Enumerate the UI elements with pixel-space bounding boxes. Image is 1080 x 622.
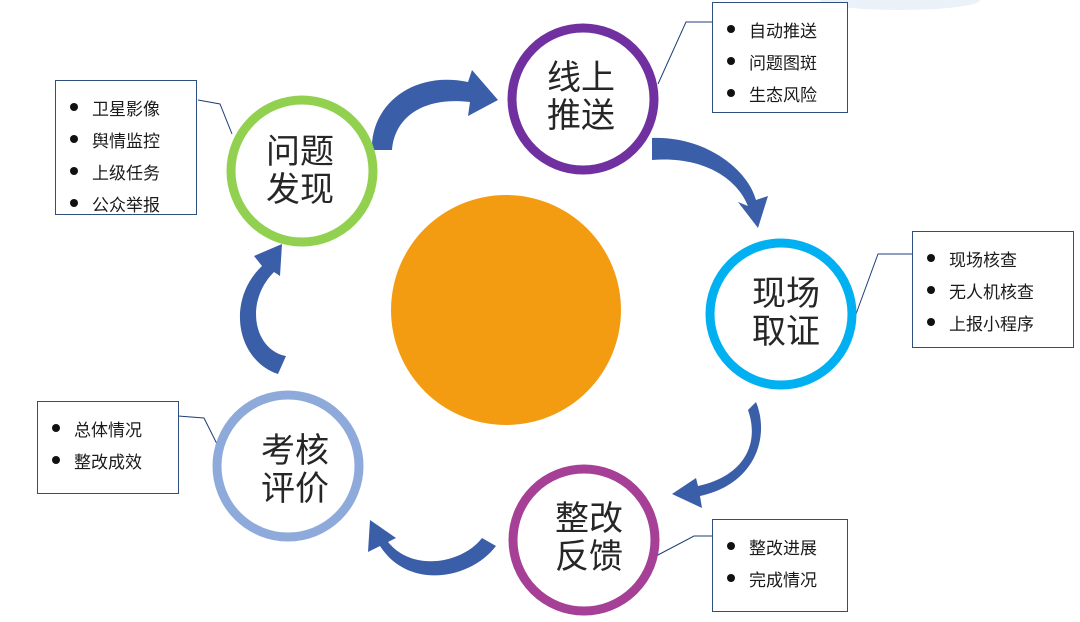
arrow-evidence-to-feedback <box>672 402 762 508</box>
bullet-icon <box>927 318 935 326</box>
stage-feedback-ring <box>508 464 660 616</box>
stage-evidence-ring <box>705 238 857 390</box>
connector-evidence <box>855 253 912 315</box>
note-text: 自动推送 <box>749 21 817 42</box>
bullet-icon <box>727 89 735 97</box>
stage-evaluate-line2: 评价 <box>261 469 329 509</box>
note-text: 问题图斑 <box>749 53 817 74</box>
center-circle <box>391 195 621 425</box>
note-item: 自动推送 <box>723 13 837 45</box>
note-text: 完成情况 <box>749 570 817 591</box>
stage-evidence: 现场 取证 <box>705 238 857 390</box>
stage-evaluate-ring <box>212 390 364 542</box>
arrow-feedback-to-evaluate <box>368 520 496 576</box>
stage-discover-ring <box>226 95 378 247</box>
stage-push-line2: 推送 <box>547 96 615 136</box>
note-text: 整改进展 <box>749 538 817 559</box>
bullet-icon <box>727 57 735 65</box>
stage-push: 线上 推送 <box>507 23 659 175</box>
stage-feedback: 整改 反馈 <box>508 464 660 616</box>
note-text: 现场核查 <box>949 250 1017 271</box>
connector-evaluate <box>177 415 221 451</box>
note-item: 总体情况 <box>48 412 168 444</box>
connector-push <box>657 21 712 85</box>
arrow-evaluate-to-discover <box>239 244 286 374</box>
note-item: 卫星影像 <box>66 91 186 123</box>
arrow-discover-to-push <box>371 70 498 150</box>
note-text: 公众举报 <box>92 195 160 216</box>
bullet-icon <box>52 424 60 432</box>
stage-discover: 问题 发现 <box>226 95 378 247</box>
note-item: 公众举报 <box>66 187 186 219</box>
notes-push: 自动推送 问题图斑 生态风险 <box>712 2 848 113</box>
note-item: 完成情况 <box>723 562 837 594</box>
note-item: 整改进展 <box>723 530 837 562</box>
stage-discover-line2: 发现 <box>266 170 334 210</box>
top-glare <box>820 0 980 10</box>
note-text: 上报小程序 <box>949 314 1034 335</box>
stage-discover-line1: 问题 <box>266 132 334 172</box>
cycle-arrows <box>239 70 768 576</box>
stage-feedback-line1: 整改 <box>555 499 623 539</box>
stage-feedback-line2: 反馈 <box>555 537 623 577</box>
bullet-icon <box>70 199 78 207</box>
stage-push-ring <box>507 23 659 175</box>
note-connectors <box>177 21 912 557</box>
bullet-icon <box>727 542 735 550</box>
arrow-push-to-evidence <box>652 137 768 228</box>
note-item: 生态风险 <box>723 77 837 109</box>
bullet-icon <box>927 286 935 294</box>
note-text: 卫星影像 <box>92 99 160 120</box>
bullet-icon <box>70 103 78 111</box>
connector-discover <box>197 99 233 135</box>
note-text: 整改成效 <box>74 452 142 473</box>
bullet-icon <box>727 25 735 33</box>
note-item: 舆情监控 <box>66 123 186 155</box>
note-item: 无人机核查 <box>923 274 1063 306</box>
note-item: 整改成效 <box>48 444 168 476</box>
note-item: 上报小程序 <box>923 306 1063 338</box>
notes-discover: 卫星影像 舆情监控 上级任务 公众举报 <box>55 80 197 216</box>
bullet-icon <box>52 456 60 464</box>
bullet-icon <box>927 254 935 262</box>
connector-feedback <box>655 535 712 557</box>
bullet-icon <box>70 167 78 175</box>
bullet-icon <box>727 574 735 582</box>
notes-evidence: 现场核查 无人机核查 上报小程序 <box>912 231 1074 348</box>
note-text: 总体情况 <box>74 420 142 441</box>
notes-feedback: 整改进展 完成情况 <box>712 519 848 612</box>
note-text: 舆情监控 <box>92 131 160 152</box>
note-item: 上级任务 <box>66 155 186 187</box>
note-text: 上级任务 <box>92 163 160 184</box>
bullet-icon <box>70 135 78 143</box>
stage-evidence-line1: 现场 <box>752 274 820 314</box>
stage-evaluate: 考核 评价 <box>212 390 364 542</box>
note-text: 生态风险 <box>749 85 817 106</box>
note-item: 问题图斑 <box>723 45 837 77</box>
stage-evaluate-line1: 考核 <box>261 431 329 471</box>
notes-evaluate: 总体情况 整改成效 <box>37 401 179 494</box>
note-item: 现场核查 <box>923 242 1063 274</box>
note-text: 无人机核查 <box>949 282 1034 303</box>
stage-push-line1: 线上 <box>547 58 615 98</box>
stage-evidence-line2: 取证 <box>752 312 820 352</box>
